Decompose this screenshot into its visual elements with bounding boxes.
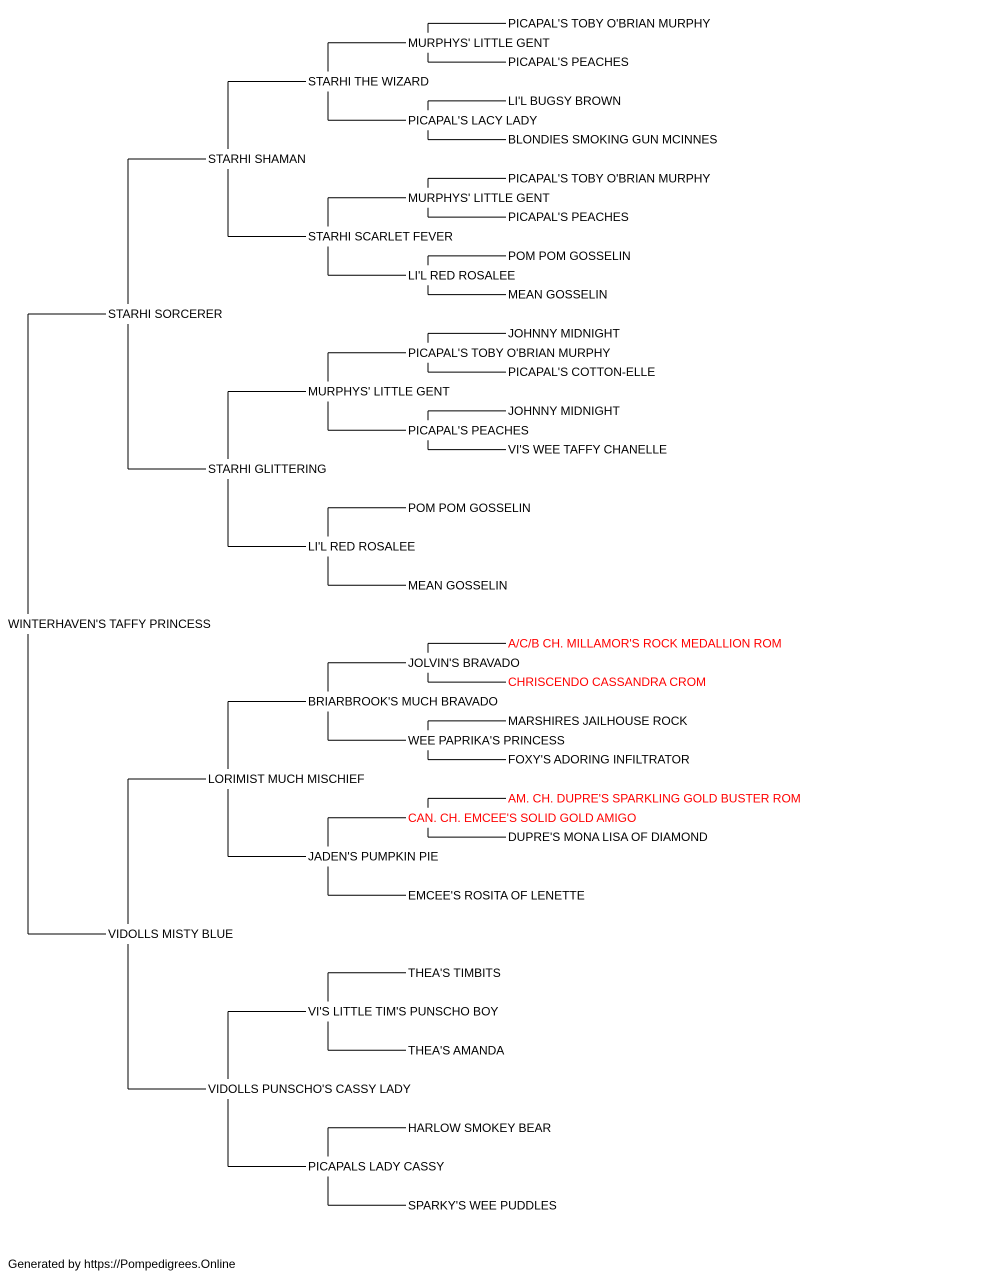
ancestor-name: JOLVIN'S BRAVADO xyxy=(408,656,520,670)
ancestor-name: FOXY'S ADORING INFILTRATOR xyxy=(508,753,690,767)
ancestor-name: PICAPAL'S TOBY O'BRIAN MURPHY xyxy=(508,171,710,185)
ancestor-name: STARHI SHAMAN xyxy=(208,152,306,166)
ancestor-name: THEA'S TIMBITS xyxy=(408,966,501,980)
ancestor-name: PICAPAL'S PEACHES xyxy=(508,210,629,224)
ancestor-name: WEE PAPRIKA'S PRINCESS xyxy=(408,733,565,747)
ancestor-name: PICAPAL'S PEACHES xyxy=(508,55,629,69)
ancestor-name: JOHNNY MIDNIGHT xyxy=(508,404,620,418)
ancestor-name: POM POM GOSSELIN xyxy=(508,249,631,263)
ancestor-name: PICAPAL'S LACY LADY xyxy=(408,113,537,127)
ancestor-name: DUPRE'S MONA LISA OF DIAMOND xyxy=(508,830,708,844)
ancestor-name: EMCEE'S ROSITA OF LENETTE xyxy=(408,888,585,902)
ancestor-name: A/C/B CH. MILLAMOR'S ROCK MEDALLION ROM xyxy=(508,636,782,650)
ancestor-name: HARLOW SMOKEY BEAR xyxy=(408,1121,551,1135)
subject-name: WINTERHAVEN'S TAFFY PRINCESS xyxy=(8,617,211,631)
ancestor-name: MURPHYS' LITTLE GENT xyxy=(408,36,550,50)
ancestor-name: JADEN'S PUMPKIN PIE xyxy=(308,850,438,864)
ancestor-name: BRIARBROOK'S MUCH BRAVADO xyxy=(308,695,498,709)
ancestor-name: THEA'S AMANDA xyxy=(408,1043,504,1057)
ancestor-name: VIDOLLS PUNSCHO'S CASSY LADY xyxy=(208,1082,411,1096)
ancestor-name: PICAPAL'S TOBY O'BRIAN MURPHY xyxy=(408,346,610,360)
ancestor-name: MEAN GOSSELIN xyxy=(408,578,507,592)
ancestor-name: VI'S WEE TAFFY CHANELLE xyxy=(508,443,667,457)
ancestor-name: SPARKY'S WEE PUDDLES xyxy=(408,1198,557,1212)
ancestor-name: PICAPAL'S TOBY O'BRIAN MURPHY xyxy=(508,16,710,30)
ancestor-name: MURPHYS' LITTLE GENT xyxy=(408,191,550,205)
ancestor-name: MARSHIRES JAILHOUSE ROCK xyxy=(508,714,687,728)
ancestor-name: VIDOLLS MISTY BLUE xyxy=(108,927,233,941)
ancestor-name: STARHI SCARLET FEVER xyxy=(308,230,453,244)
ancestor-name: POM POM GOSSELIN xyxy=(408,501,531,515)
ancestor-name: CAN. CH. EMCEE'S SOLID GOLD AMIGO xyxy=(408,811,636,825)
ancestor-name: PICAPALS LADY CASSY xyxy=(308,1160,444,1174)
footer-credit: Generated by https://Pompedigrees.Online xyxy=(8,1257,236,1271)
ancestor-name: MURPHYS' LITTLE GENT xyxy=(308,385,450,399)
ancestor-name: CHRISCENDO CASSANDRA CROM xyxy=(508,675,706,689)
ancestor-name: BLONDIES SMOKING GUN MCINNES xyxy=(508,133,717,147)
ancestor-name: PICAPAL'S PEACHES xyxy=(408,423,529,437)
ancestor-name: MEAN GOSSELIN xyxy=(508,288,607,302)
ancestor-name: AM. CH. DUPRE'S SPARKLING GOLD BUSTER RO… xyxy=(508,791,801,805)
ancestor-name: STARHI THE WIZARD xyxy=(308,75,429,89)
ancestor-name: STARHI SORCERER xyxy=(108,307,223,321)
ancestor-name: LI'L RED ROSALEE xyxy=(408,268,515,282)
ancestor-name: LI'L RED ROSALEE xyxy=(308,540,415,554)
ancestor-name: PICAPAL'S COTTON-ELLE xyxy=(508,365,655,379)
ancestor-name: LORIMIST MUCH MISCHIEF xyxy=(208,772,364,786)
ancestor-name: VI'S LITTLE TIM'S PUNSCHO BOY xyxy=(308,1005,498,1019)
ancestor-name: JOHNNY MIDNIGHT xyxy=(508,326,620,340)
ancestor-name: STARHI GLITTERING xyxy=(208,462,326,476)
ancestor-name: LI'L BUGSY BROWN xyxy=(508,94,621,108)
